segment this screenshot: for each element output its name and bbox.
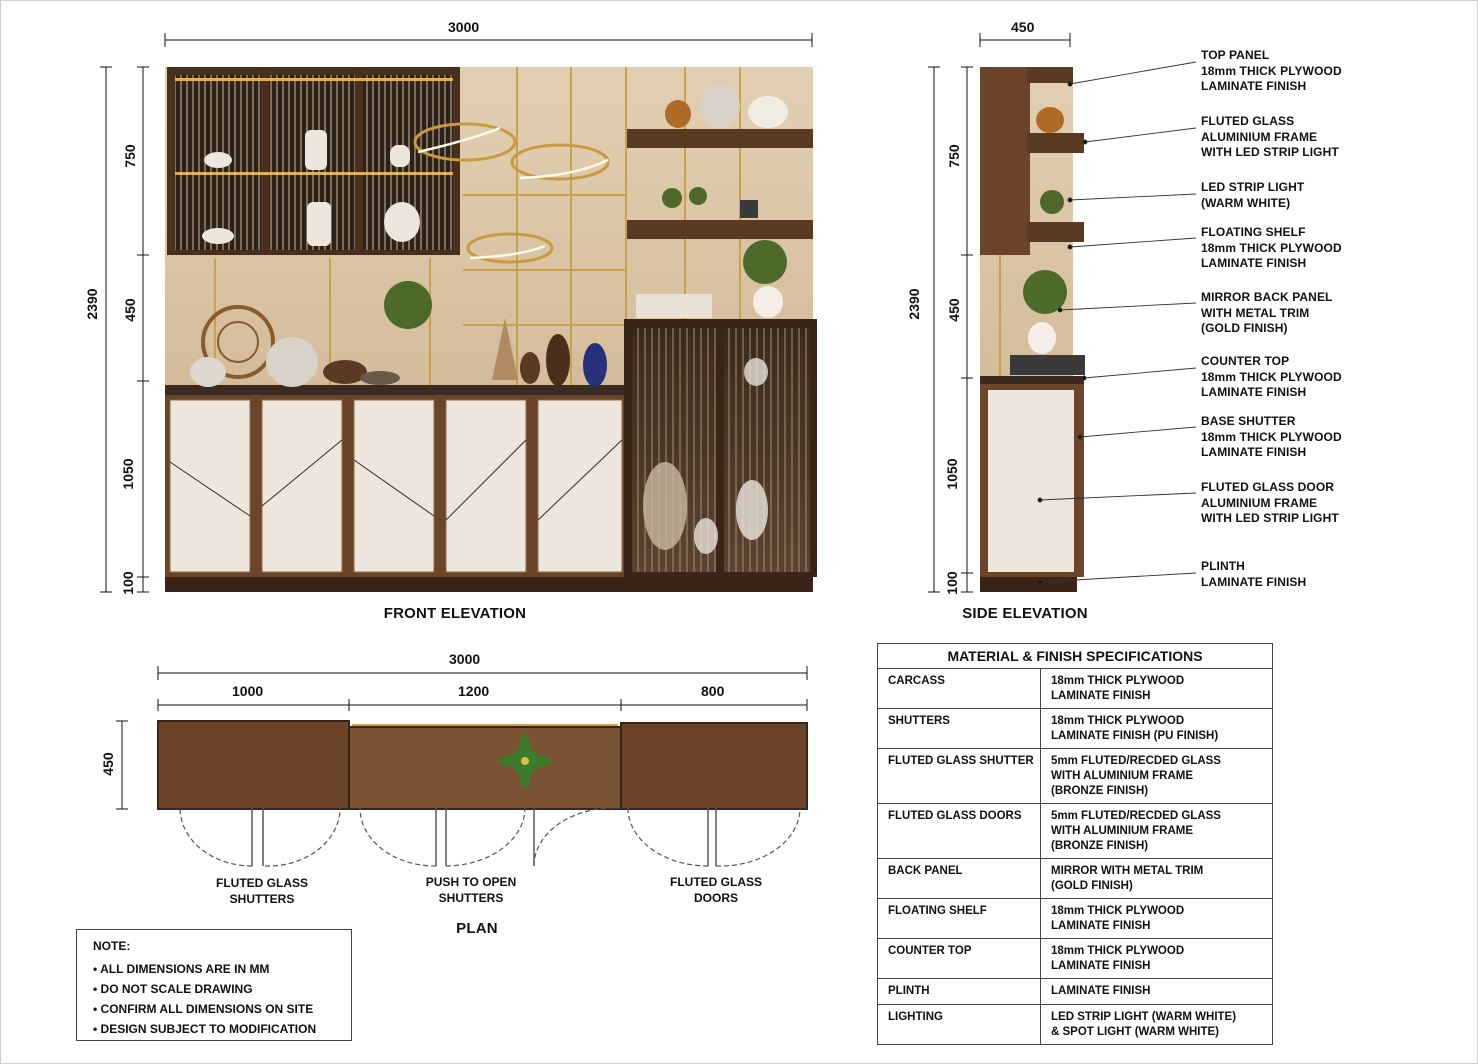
side-elevation-title: SIDE ELEVATION	[962, 605, 1088, 622]
front-width-dim: 3000	[448, 19, 480, 35]
spec-item: CARCASS	[877, 668, 1041, 709]
plan-title: PLAN	[456, 920, 498, 937]
callout-led-strip: LED STRIP LIGHT (WARM WHITE)	[1201, 180, 1305, 210]
spec-value: 18mm THICK PLYWOOD LAMINATE FINISH	[1040, 938, 1273, 979]
note-item: ALL DIMENSIONS ARE IN MM	[93, 959, 351, 979]
side-elevation-drawing	[980, 67, 1085, 592]
callout-fluted-glass: FLUTED GLASS ALUMINIUM FRAME WITH LED ST…	[1201, 114, 1339, 159]
plan-label-fluted-doors: FLUTED GLASS DOORS	[670, 875, 762, 905]
spec-value: MIRROR WITH METAL TRIM (GOLD FINISH)	[1040, 858, 1273, 899]
callout-floating-shelf: FLOATING SHELF 18mm THICK PLYWOOD LAMINA…	[1201, 225, 1342, 270]
side-seg-100: 100	[944, 571, 960, 595]
callout-mirror-back: MIRROR BACK PANEL WITH METAL TRIM (GOLD …	[1201, 290, 1333, 335]
spec-item: FLUTED GLASS SHUTTER	[877, 748, 1041, 804]
front-seg-1050: 1050	[120, 458, 136, 490]
side-width-dim: 450	[1011, 19, 1035, 35]
spec-value: 18mm THICK PLYWOOD LAMINATE FINISH	[1040, 898, 1273, 939]
spec-item: SHUTTERS	[877, 708, 1041, 749]
callout-plinth: PLINTH LAMINATE FINISH	[1201, 559, 1307, 589]
spec-item: COUNTER TOP	[877, 938, 1041, 979]
plan-drawing	[157, 720, 808, 867]
callout-top-panel: TOP PANEL 18mm THICK PLYWOOD LAMINATE FI…	[1201, 48, 1342, 93]
front-seg-750: 750	[122, 144, 138, 168]
side-seg-750: 750	[946, 144, 962, 168]
plan-depth-dim: 450	[100, 752, 116, 776]
spec-value: 18mm THICK PLYWOOD LAMINATE FINISH	[1040, 668, 1273, 709]
spec-item: LIGHTING	[877, 1004, 1041, 1045]
side-seg-450: 450	[946, 298, 962, 322]
spec-value: LED STRIP LIGHT (WARM WHITE) & SPOT LIGH…	[1040, 1004, 1273, 1045]
note-item: CONFIRM ALL DIMENSIONS ON SITE	[93, 999, 351, 1019]
plan-seg-1000: 1000	[232, 683, 264, 699]
front-seg-450: 450	[122, 298, 138, 322]
front-elevation-title: FRONT ELEVATION	[383, 605, 527, 622]
side-height-dim: 2390	[906, 288, 922, 320]
note-item: DO NOT SCALE DRAWING	[93, 979, 351, 999]
material-spec-table: MATERIAL & FINISH SPECIFICATIONS CARCASS…	[877, 643, 1273, 1045]
plan-seg-800: 800	[701, 683, 725, 699]
spec-table-title: MATERIAL & FINISH SPECIFICATIONS	[877, 643, 1273, 669]
side-seg-1050: 1050	[944, 458, 960, 490]
notes-box: NOTE: ALL DIMENSIONS ARE IN MM DO NOT SC…	[76, 929, 352, 1041]
spec-value: 5mm FLUTED/RECDED GLASS WITH ALUMINIUM F…	[1040, 748, 1273, 804]
spec-value: 18mm THICK PLYWOOD LAMINATE FINISH (PU F…	[1040, 708, 1273, 749]
front-height-dim: 2390	[84, 288, 100, 320]
spec-item: BACK PANEL	[877, 858, 1041, 899]
plan-label-push-open: PUSH TO OPEN SHUTTERS	[425, 875, 517, 905]
plan-seg-1200: 1200	[458, 683, 490, 699]
plan-label-fluted-shutters: FLUTED GLASS SHUTTERS	[216, 876, 308, 906]
callout-fluted-door: FLUTED GLASS DOOR ALUMINIUM FRAME WITH L…	[1201, 480, 1339, 525]
spec-value: LAMINATE FINISH	[1040, 978, 1273, 1005]
plan-total-width-dim: 3000	[449, 651, 481, 667]
spec-item: PLINTH	[877, 978, 1041, 1005]
spec-item: FLUTED GLASS DOORS	[877, 803, 1041, 859]
callout-base-shutter: BASE SHUTTER 18mm THICK PLYWOOD LAMINATE…	[1201, 414, 1342, 459]
spec-item: FLOATING SHELF	[877, 898, 1041, 939]
callout-counter-top: COUNTER TOP 18mm THICK PLYWOOD LAMINATE …	[1201, 354, 1342, 399]
spec-value: 5mm FLUTED/RECDED GLASS WITH ALUMINIUM F…	[1040, 803, 1273, 859]
front-seg-100: 100	[120, 571, 136, 595]
notes-heading: NOTE:	[93, 939, 131, 953]
note-item: DESIGN SUBJECT TO MODIFICATION	[93, 1019, 351, 1039]
